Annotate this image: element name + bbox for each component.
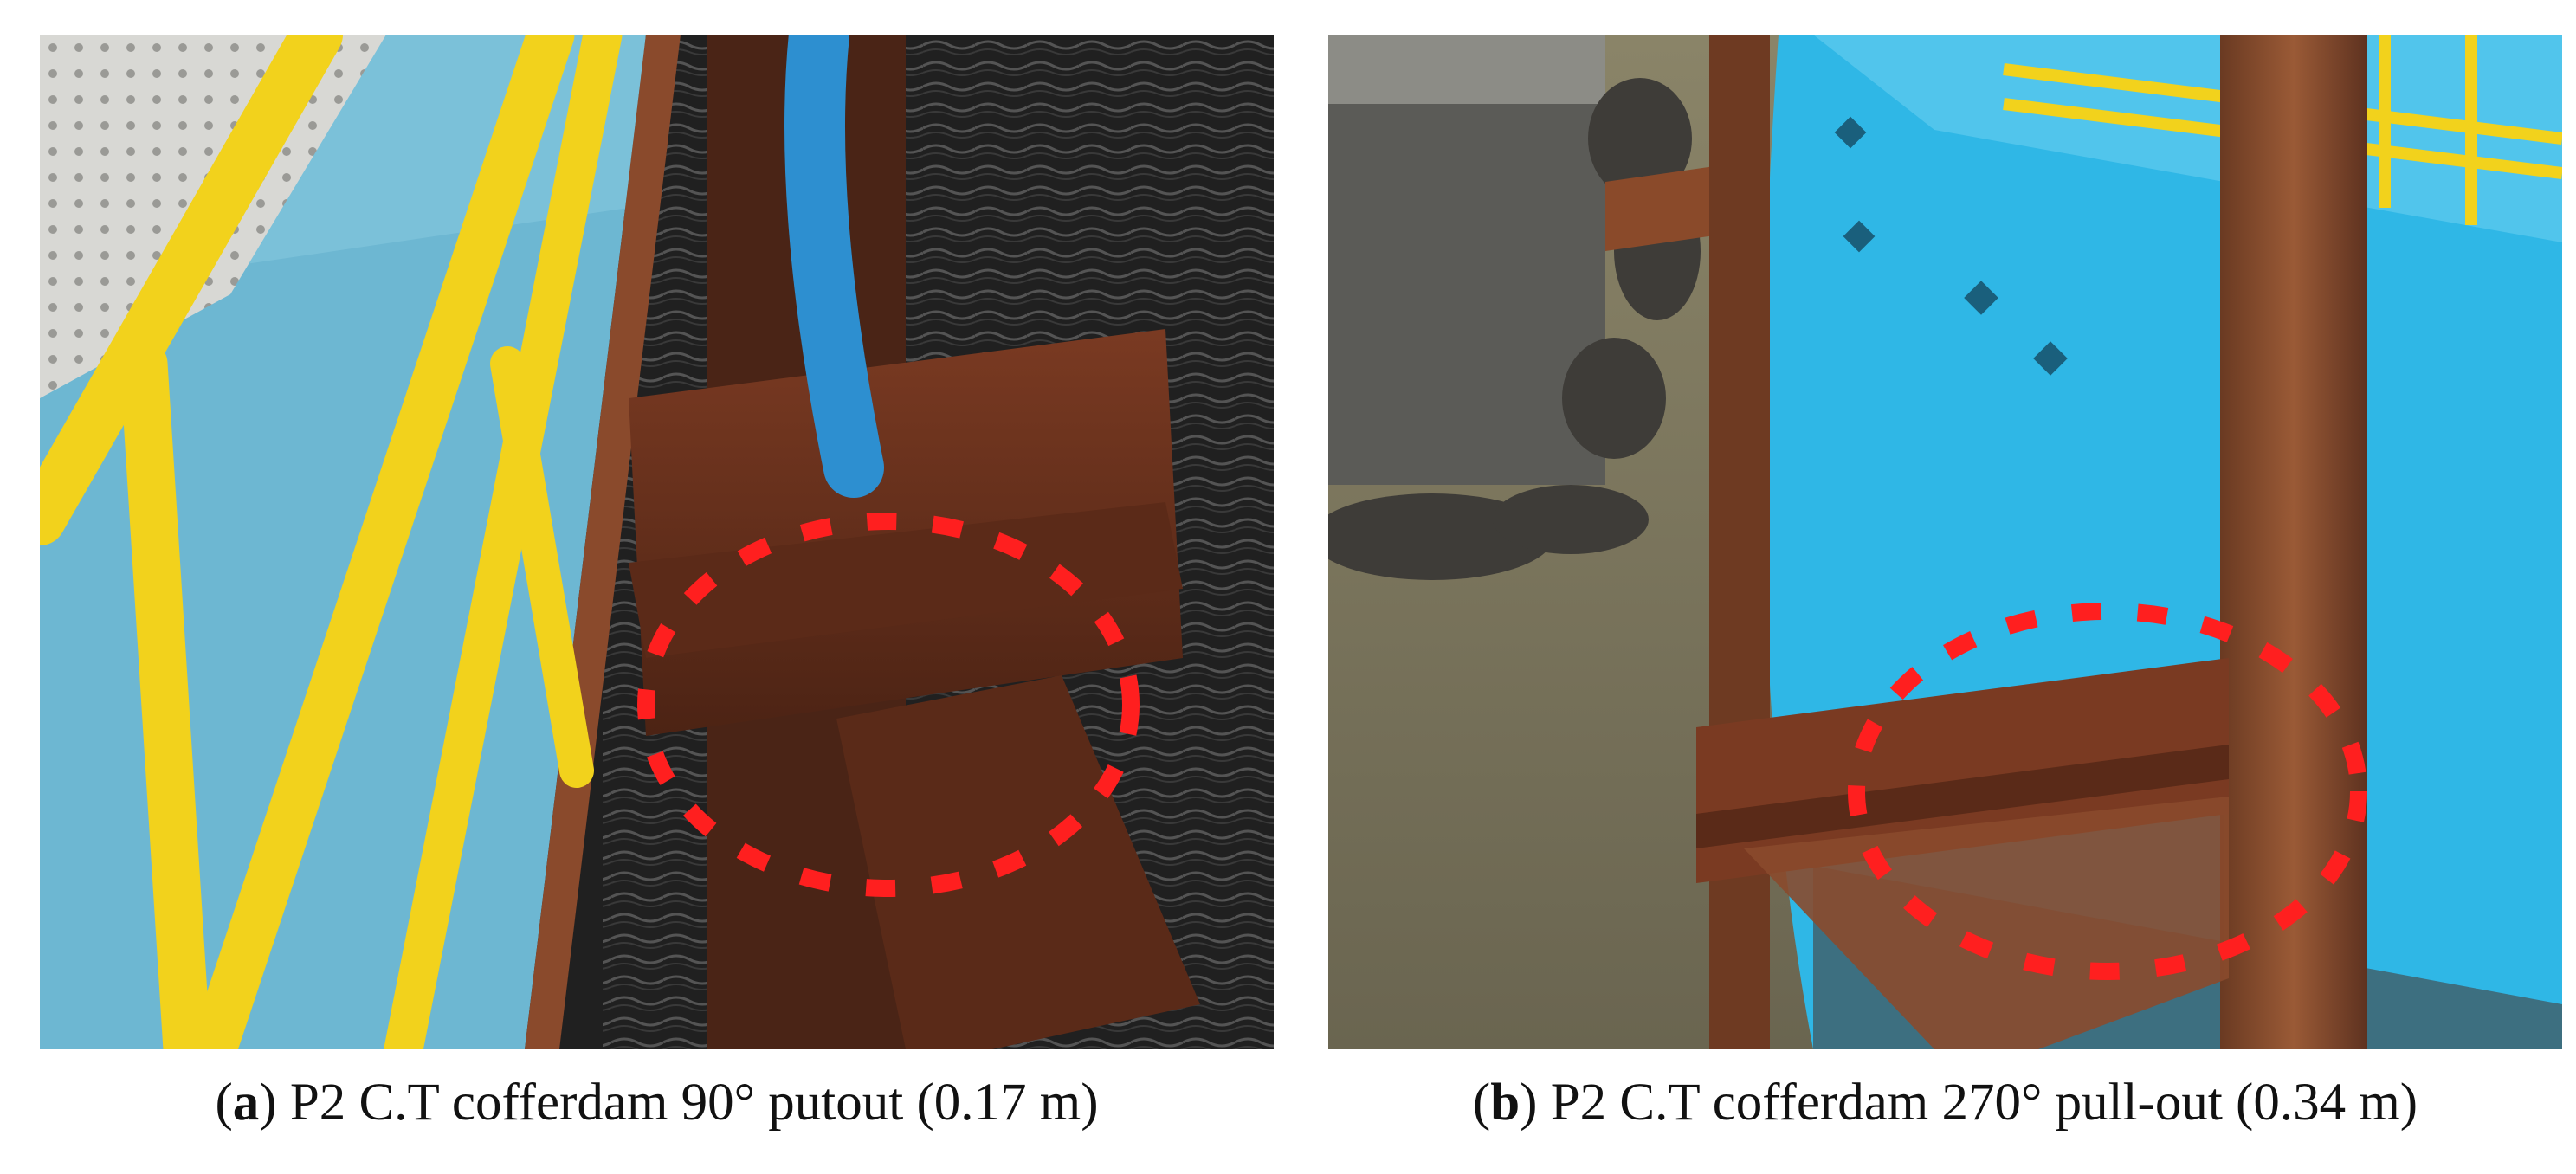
steel-pile — [2220, 35, 2367, 1049]
rocks — [1328, 78, 1701, 580]
caption-a-letter: a — [232, 1074, 260, 1132]
photo-a-scene — [40, 35, 1274, 1049]
caption-b-text: P2 C.T cofferdam 270° pull-out (0.34 m) — [1550, 1074, 2418, 1132]
yellow-railing — [40, 35, 623, 1049]
blue-hose — [784, 35, 884, 498]
photo-b — [1328, 35, 2562, 1049]
photo-a — [40, 35, 1274, 1049]
steel-pile-left — [1709, 35, 1770, 1049]
caption-a: (a) P2 C.T cofferdam 90° putout (0.17 m) — [215, 1074, 1099, 1132]
highlight-ellipse — [637, 513, 1140, 897]
caption-a-text: P2 C.T cofferdam 90° putout (0.17 m) — [289, 1074, 1099, 1132]
photo-b-scene — [1328, 35, 2562, 1049]
highlight-ellipse — [1848, 603, 2367, 980]
concrete-pier — [1328, 35, 1605, 485]
caption-b: (b) P2 C.T cofferdam 270° pull-out (0.34… — [1472, 1074, 2418, 1132]
caption-b-letter: b — [1490, 1074, 1520, 1132]
